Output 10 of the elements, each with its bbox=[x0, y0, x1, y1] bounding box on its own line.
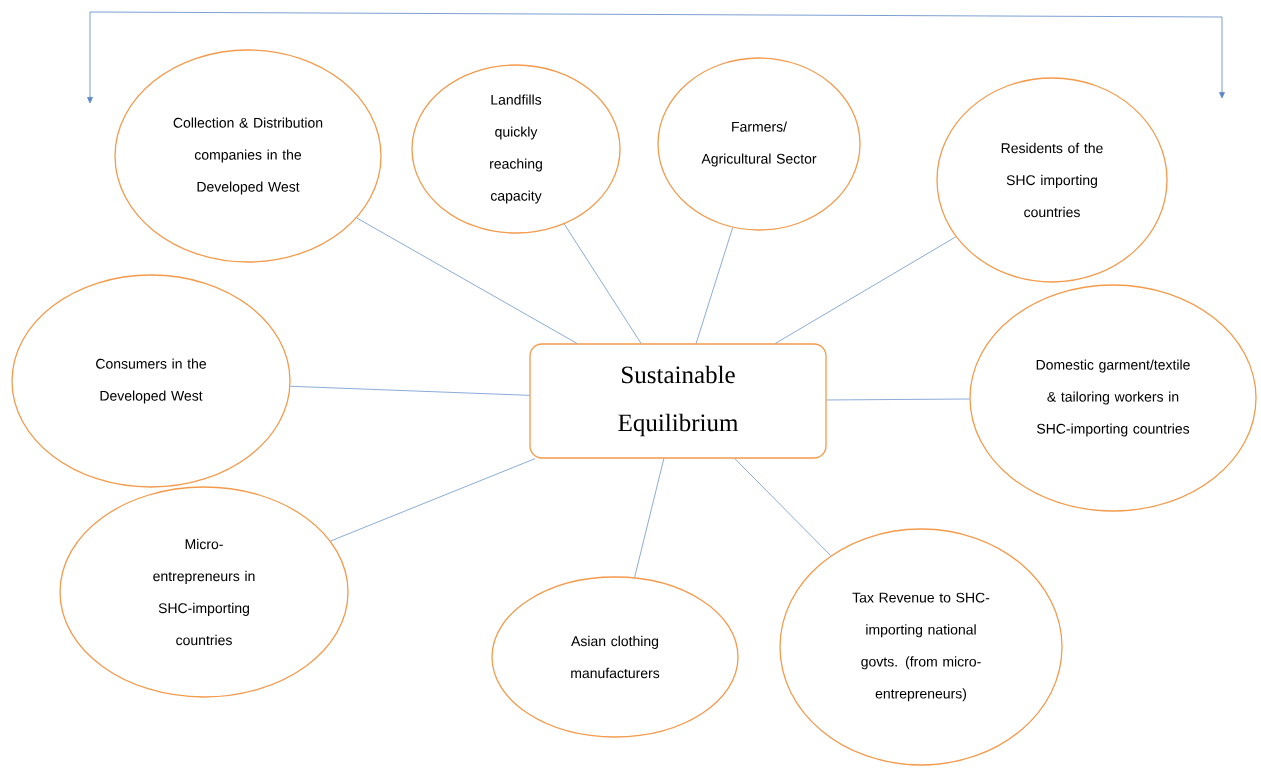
connector-line bbox=[356, 217, 578, 344]
connector-line bbox=[634, 458, 665, 578]
connector-line bbox=[563, 223, 642, 344]
connector-line bbox=[826, 398, 970, 401]
center-box: Sustainable Equilibrium bbox=[529, 343, 827, 459]
connector-line bbox=[290, 385, 530, 396]
connector-line bbox=[695, 227, 733, 344]
connector-line bbox=[734, 458, 832, 556]
connector-line bbox=[775, 236, 957, 344]
connector-line bbox=[330, 458, 536, 542]
